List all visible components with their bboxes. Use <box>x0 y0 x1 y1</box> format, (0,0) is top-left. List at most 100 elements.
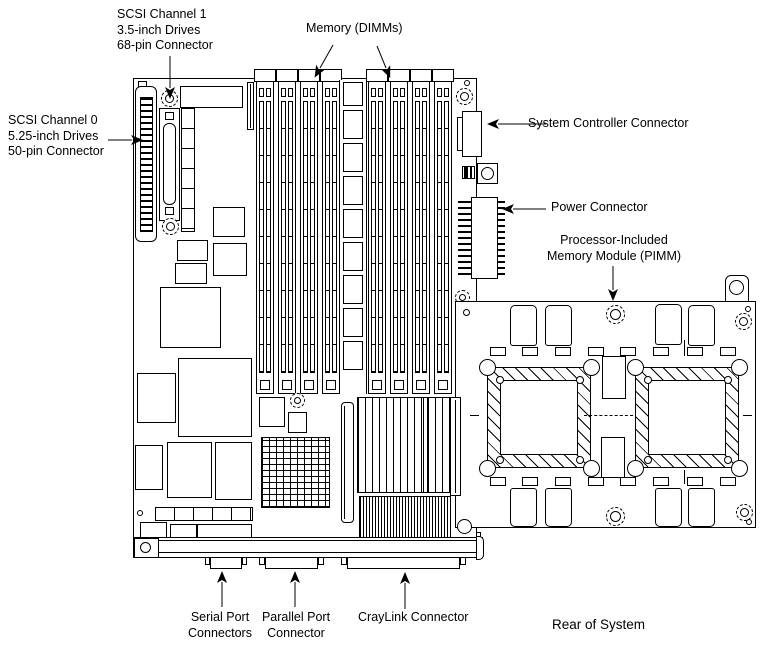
pimm-module <box>510 488 537 527</box>
chip <box>137 373 176 423</box>
chip <box>167 442 212 498</box>
pimm-dashed-centerline <box>584 415 633 416</box>
scsi-channel-0-pins <box>140 97 153 232</box>
screw-scsi-channel-1 <box>161 90 178 107</box>
scsi-channel-1-jackscrew-top <box>165 112 174 120</box>
label-pimm: Processor-Included Memory Module (PIMM) <box>546 233 682 263</box>
pimm-module <box>545 488 572 527</box>
pimm-cap <box>653 347 669 356</box>
serial-port-connector <box>210 557 242 569</box>
label-scsi-channel-0: SCSI Channel 0 5.25-inch Drives 50-pin C… <box>8 113 104 158</box>
pimm-hole-top-right <box>745 306 751 312</box>
pimm-cap <box>620 347 636 356</box>
pimm-cap <box>620 477 636 486</box>
pimm-module <box>545 305 572 346</box>
heatsink <box>357 397 463 493</box>
pimm-tab-hole <box>729 280 744 295</box>
label-scsi-channel-1: SCSI Channel 1 3.5-inch Drives 68-pin Co… <box>117 7 213 52</box>
bga-grid-component <box>261 437 330 508</box>
chip <box>175 263 207 284</box>
jumper-block <box>462 166 475 179</box>
pimm-connector-line <box>455 400 456 493</box>
chip <box>259 397 285 427</box>
craylink-tab-right <box>460 557 466 565</box>
power-connector-pins-right <box>498 201 505 277</box>
craylink-connector-body <box>359 496 451 542</box>
pimm-cap <box>588 347 604 356</box>
pimm-screw-bottom-center <box>606 507 625 526</box>
pimm-cap <box>555 347 571 356</box>
rear-panel-bar-inner <box>137 540 479 553</box>
pimm-tick <box>684 470 685 484</box>
dimm-slot-6 <box>388 69 410 394</box>
pimm-screw-bottom-right <box>736 504 753 521</box>
heatsink-divider <box>423 397 428 493</box>
pimm-board <box>450 275 756 537</box>
pimm-cap <box>522 477 538 486</box>
pimm-screw-top-right <box>735 313 752 330</box>
component-column <box>181 108 195 232</box>
chip <box>177 240 208 261</box>
small-hole <box>464 80 470 86</box>
pimm-edge-tick-left <box>470 415 479 416</box>
pimm-hole-top-left <box>463 309 470 316</box>
power-connector-pins-left <box>458 201 471 277</box>
pimm-module <box>688 488 715 527</box>
label-serial-port: Serial Port Connectors <box>188 610 252 640</box>
screw-below-scsi-1 <box>162 218 179 235</box>
dimm-slot-3 <box>298 69 320 394</box>
label-parallel-port: Parallel Port Connector <box>261 610 331 640</box>
dimm-slot-2 <box>276 69 298 394</box>
pimm-module <box>655 488 682 527</box>
vertical-connector <box>341 402 354 523</box>
chip <box>288 412 307 433</box>
pimm-tick <box>684 340 685 356</box>
dimm-slot-4 <box>320 69 342 394</box>
system-controller-connector <box>462 111 482 157</box>
label-power-connector: Power Connector <box>551 200 648 214</box>
dimm-slot-7 <box>410 69 432 394</box>
dimm-center-column <box>339 80 367 394</box>
pimm-center-component-top <box>602 356 626 399</box>
chip <box>215 442 252 500</box>
pimm-cap <box>687 347 703 356</box>
chip <box>197 524 252 538</box>
pimm-edge-tick-right <box>743 415 752 416</box>
thin-slot-line <box>250 84 251 128</box>
pimm-center-component-bottom <box>601 437 625 478</box>
screw-mid-board <box>290 393 305 408</box>
label-system-controller: System Controller Connector <box>528 116 689 130</box>
label-memory-dimms: Memory (DIMMs) <box>306 21 403 35</box>
parallel-port-tab-right <box>318 557 324 565</box>
cpu-socket-left <box>479 359 600 477</box>
pimm-screw-top-center <box>606 305 625 324</box>
chip <box>213 207 245 237</box>
dimm-slot-5 <box>366 69 388 394</box>
pimm-hole-bottom-right <box>746 519 752 525</box>
chip <box>170 524 197 538</box>
arrow-memory-right <box>376 45 391 79</box>
pimm-cap <box>720 477 736 486</box>
pimm-cap <box>555 477 571 486</box>
rear-panel-right-cap <box>476 536 484 560</box>
pimm-module <box>510 305 537 346</box>
caption-rear-of-system: Rear of System <box>552 617 646 632</box>
parallel-port-connector <box>265 557 318 569</box>
scsi-channel-1-jackscrew-bottom <box>165 207 174 215</box>
cpu-socket-right <box>627 359 748 477</box>
vertical-connector-line <box>344 406 345 519</box>
pimm-screw-bottom-left <box>457 519 472 534</box>
chip <box>213 243 247 276</box>
component-row <box>155 507 253 521</box>
led <box>481 167 494 180</box>
power-connector <box>471 197 498 279</box>
top-rectangle-component <box>180 86 243 108</box>
craylink-external-connector <box>347 557 460 569</box>
pimm-cap <box>522 347 538 356</box>
pimm-cap <box>653 477 669 486</box>
serial-port-tab-right <box>242 557 247 565</box>
board-dot <box>137 510 143 516</box>
pimm-cap <box>687 477 703 486</box>
scsi-channel-1-shell <box>163 123 176 205</box>
